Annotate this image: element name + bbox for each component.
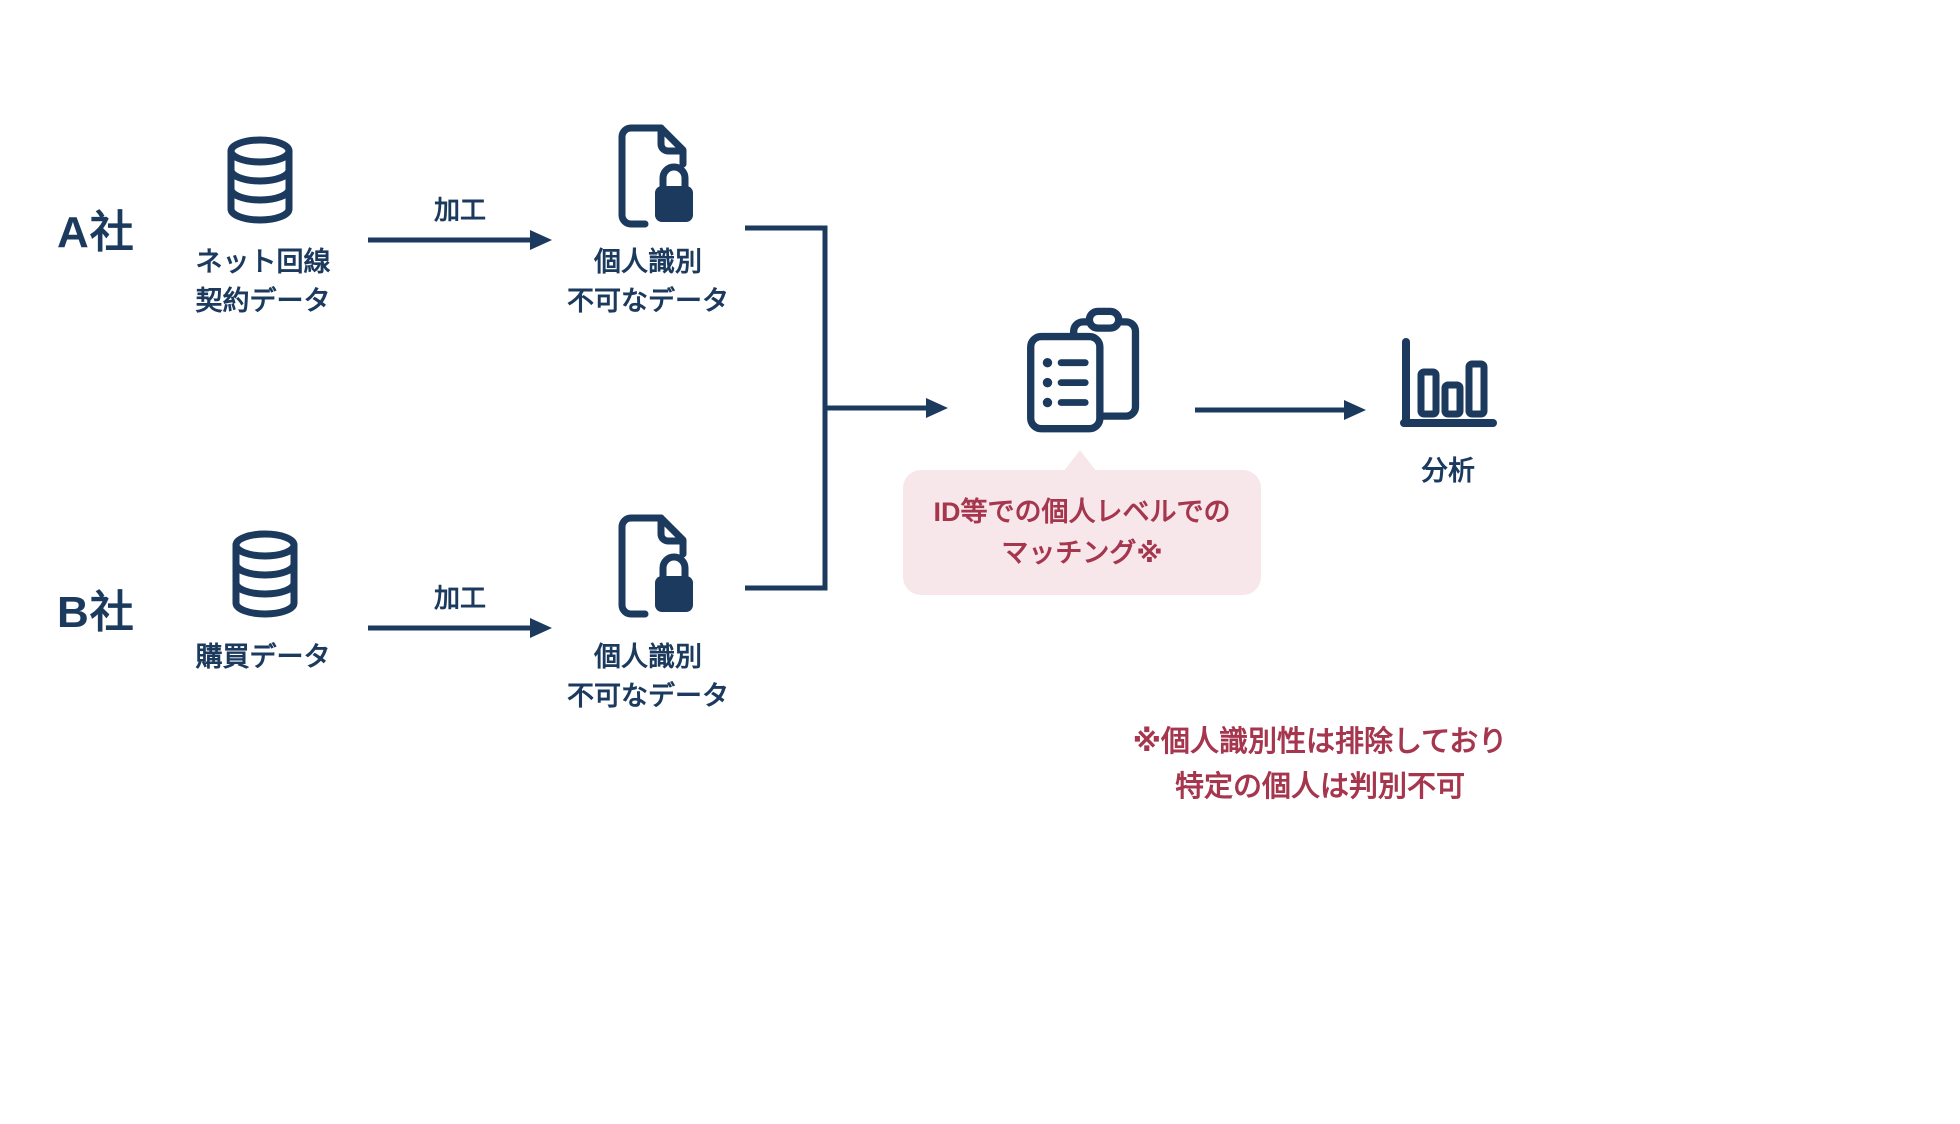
bar-chart-icon [1398,332,1498,432]
locked-document-icon-b [605,510,697,622]
database-icon-a [221,136,299,224]
company-a-source-label: ネット回線 契約データ [195,247,331,317]
matching-callout-text: ID等での個人レベルでの マッチング※ [933,497,1231,568]
company-b-output-label: 個人識別 不可なデータ [567,642,729,712]
footnote: ※個人識別性は排除しており 特定の個人は判別不可 [1132,726,1508,803]
analysis-label: 分析 [1421,456,1475,486]
database-icon-b [226,530,304,618]
process-label-b: 加工 [433,583,486,613]
company-b-label: B社 [57,588,135,637]
company-a-label: A社 [57,208,135,257]
matching-callout: ID等での個人レベルでの マッチング※ [903,450,1261,595]
matching-clipboard-icon [1022,303,1140,435]
company-b-source-label: 購買データ [195,642,331,672]
locked-document-icon-a [605,120,697,232]
callout-pointer [1063,450,1097,472]
company-a-output-label: 個人識別 不可なデータ [567,247,729,317]
process-label-a: 加工 [433,195,486,225]
